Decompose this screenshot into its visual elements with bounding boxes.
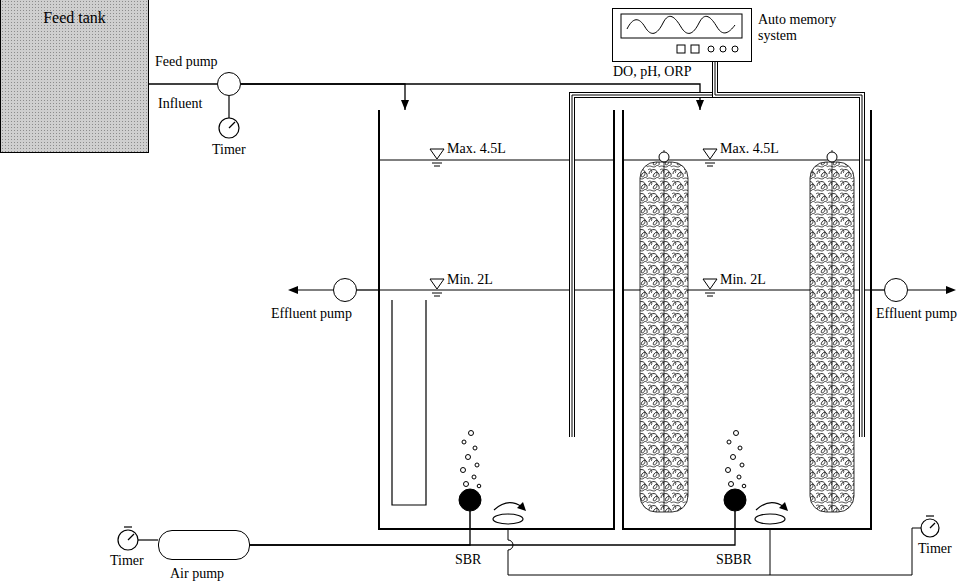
reactor-tank: SBR xyxy=(378,110,615,530)
connector-line xyxy=(572,62,715,110)
probe-cable xyxy=(572,62,715,110)
arrow-head xyxy=(696,100,704,110)
annotation-label: Influent xyxy=(158,96,202,112)
label-anchor: Min. 2L xyxy=(447,272,493,288)
label-anchor: Timer xyxy=(110,553,144,569)
carrier-columns xyxy=(640,150,854,512)
label-anchor: Min. 2L xyxy=(720,272,766,288)
pipe-connector xyxy=(250,530,470,545)
monitor-display xyxy=(613,9,751,61)
monitor-box: Auto memory system xyxy=(612,8,752,62)
connector-line xyxy=(872,289,884,290)
pipe-connector xyxy=(250,530,735,545)
node-label: Feed tank xyxy=(1,8,148,27)
node-label: Effluent pump xyxy=(271,306,352,322)
connector-line xyxy=(149,83,217,84)
node-label: SBBR xyxy=(716,552,752,568)
pump-symbol: Feed pump xyxy=(217,72,241,96)
node-label: Feed pump xyxy=(155,54,218,70)
label-anchor: Timer xyxy=(212,142,246,158)
feed-tank: Feed tank xyxy=(0,0,149,153)
connector-line xyxy=(715,62,862,110)
annotation-label: Max. 4.5L xyxy=(720,141,779,157)
label-anchor: Max. 4.5L xyxy=(720,141,779,157)
air-diffusers xyxy=(459,431,746,531)
annotation-label: Timer xyxy=(110,553,144,569)
probes xyxy=(572,110,862,437)
connector-line xyxy=(357,289,378,290)
annotation-label: Min. 2L xyxy=(720,272,766,288)
connector-line xyxy=(250,530,470,545)
label-anchor: Max. 4.5L xyxy=(447,141,506,157)
stirrer-wiring xyxy=(508,528,921,575)
effluent-tube xyxy=(392,300,426,505)
label-anchor: DO, pH, ORP xyxy=(613,64,692,80)
node-label: Effluent pump xyxy=(876,306,957,322)
pipe-connector xyxy=(872,290,884,291)
annotation-label: Timer xyxy=(918,541,952,557)
pump-symbol: Effluent pump xyxy=(884,278,908,302)
air-pump: Air pump xyxy=(158,530,250,560)
connector-line xyxy=(250,530,735,545)
connector-line xyxy=(241,84,405,110)
annotation-label: Timer xyxy=(212,142,246,158)
reactor-tank: SBBR xyxy=(622,110,872,530)
annotation-label: DO, pH, ORP xyxy=(613,64,692,80)
label-anchor: Timer xyxy=(918,541,952,557)
magnetic-stirrers xyxy=(493,502,788,524)
node-label: Air pump xyxy=(170,566,224,582)
pump-symbol: Effluent pump xyxy=(333,278,357,302)
node-label: SBR xyxy=(455,552,481,568)
connector-line xyxy=(715,62,862,110)
pipe-connector xyxy=(241,84,409,110)
pipe-connector xyxy=(357,290,378,291)
connector-line xyxy=(715,62,862,110)
annotation-label: Max. 4.5L xyxy=(447,141,506,157)
connector-line xyxy=(572,62,715,110)
arrow-head xyxy=(401,100,409,110)
label-anchor: Influent xyxy=(158,96,202,112)
pipe-connector xyxy=(149,84,217,85)
connector-line xyxy=(572,62,715,110)
node-label: Auto memory system xyxy=(758,12,850,44)
water-levels xyxy=(380,149,870,296)
timer-symbols xyxy=(118,96,939,550)
annotation-label: Min. 2L xyxy=(447,272,493,288)
probe-cable xyxy=(715,62,862,110)
